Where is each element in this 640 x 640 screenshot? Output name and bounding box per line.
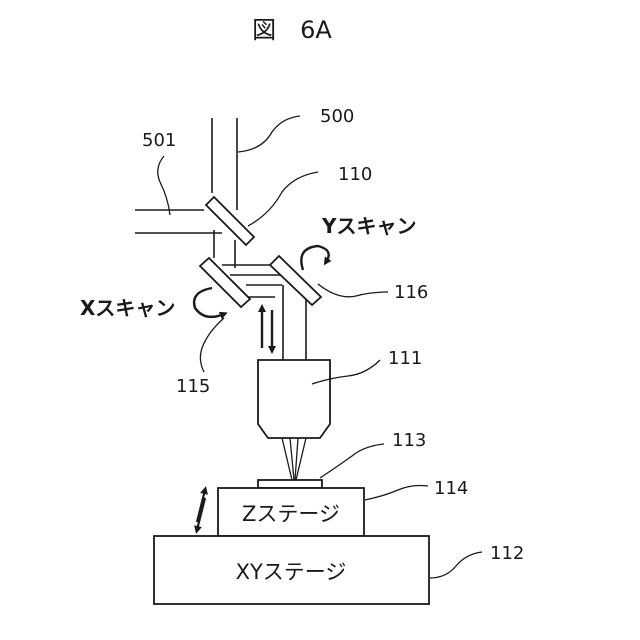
ref-501: 501 [142,130,176,151]
x-scan-rotation-arrow [194,288,224,317]
objective-lens [258,360,330,480]
z-stage-label: Zステージ [242,502,340,526]
sample [258,480,322,488]
ref-114: 114 [434,478,468,499]
ref-113: 113 [392,430,426,451]
z-axis-arrow [197,490,205,530]
beam-path [135,118,306,360]
z-stage: Zステージ [218,488,364,536]
scan-direction-arrow [262,308,272,350]
figure-title: 図 6A [252,16,332,44]
x-scan-label: Xスキャン [80,296,175,320]
ref-500: 500 [320,106,354,127]
ref-116: 116 [394,282,428,303]
ref-111: 111 [388,348,422,369]
ref-110: 110 [338,164,372,185]
ref-115: 115 [176,376,210,397]
y-scan-rotation-arrow [301,246,328,270]
mirror-116 [270,256,321,305]
ref-112: 112 [490,543,524,564]
y-scan-label: Yスキャン [321,214,416,238]
xy-stage: XYステージ [154,536,429,604]
xy-stage-label: XYステージ [236,560,347,584]
